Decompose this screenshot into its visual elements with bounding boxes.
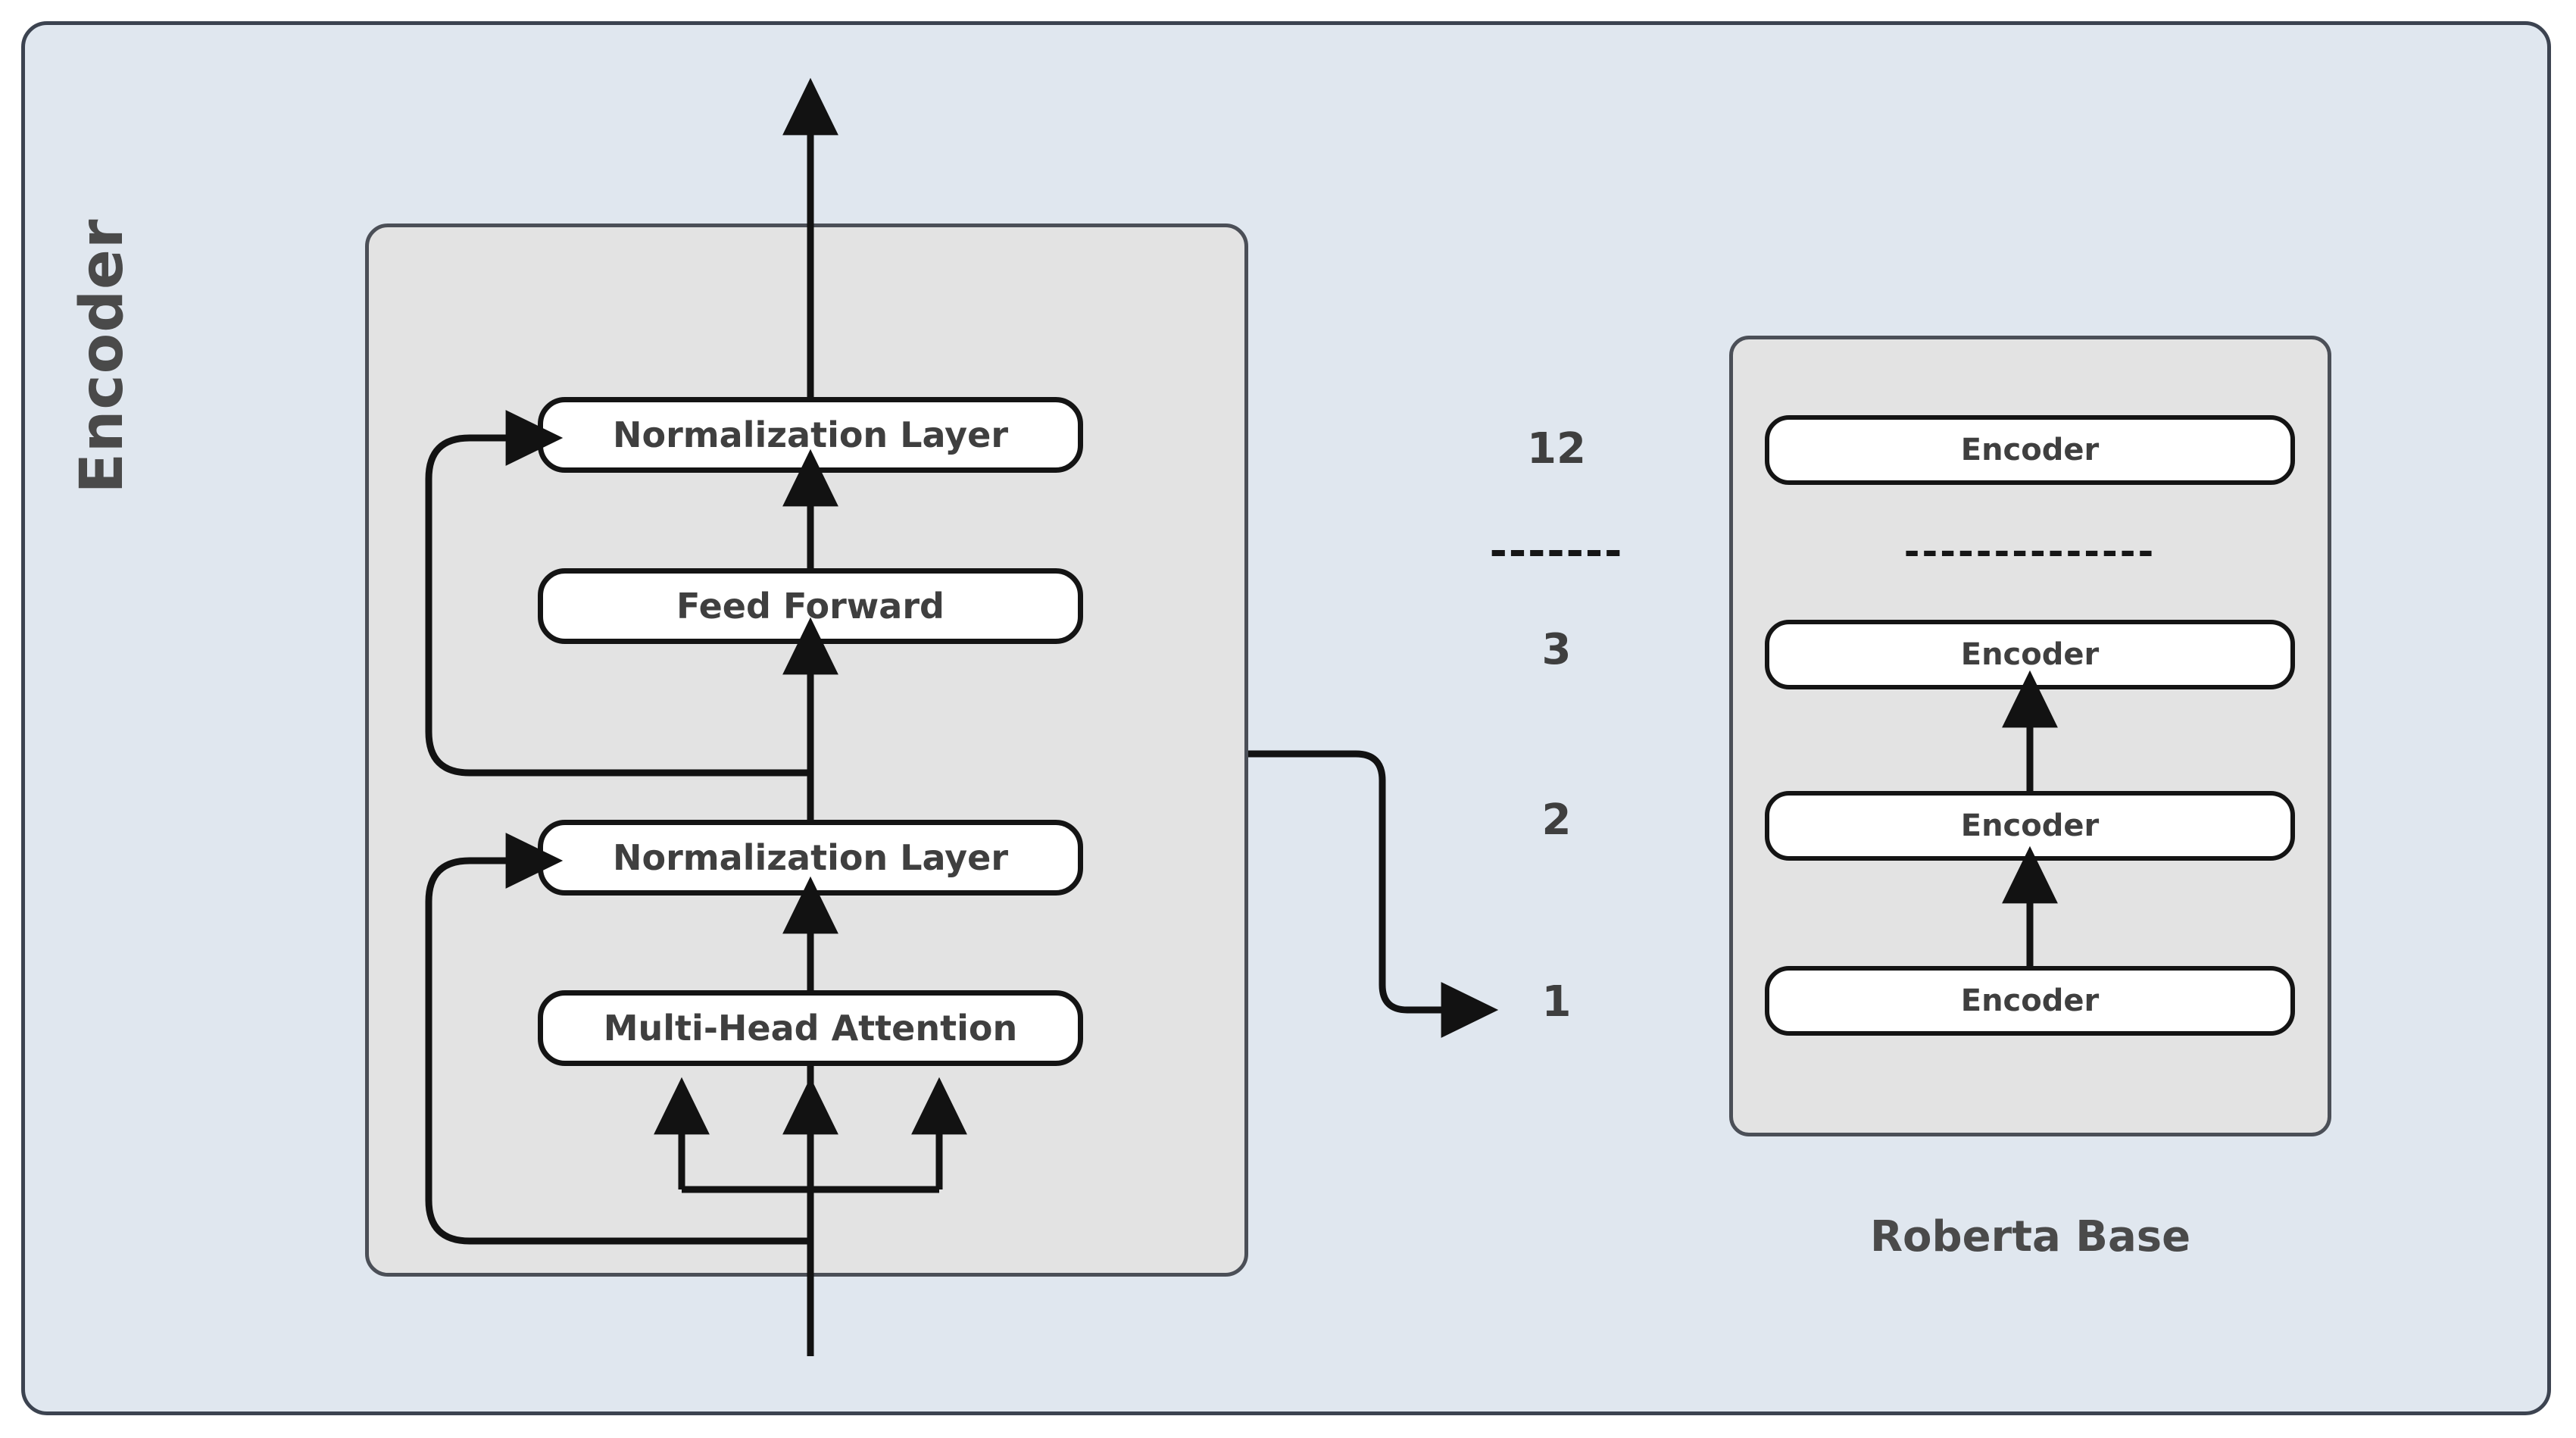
block-feed-forward: Feed Forward (538, 568, 1083, 644)
encoder-internals-panel (365, 224, 1248, 1277)
roberta-encoder-second: Encoder (1765, 791, 2295, 861)
layer-number-3: 3 (1541, 625, 1572, 674)
layer-number-separator: ------- (1489, 527, 1624, 576)
encoder-caption: Encoder (68, 218, 136, 494)
block-normalization-layer-bottom: Normalization Layer (538, 820, 1083, 896)
roberta-base-caption: Roberta Base (1869, 1212, 2191, 1261)
roberta-encoder-first: Encoder (1765, 966, 2295, 1036)
layer-number-1: 1 (1541, 977, 1572, 1027)
roberta-encoder-third: Encoder (1765, 620, 2295, 689)
layer-number-12: 12 (1527, 424, 1586, 474)
block-multi-head-attention: Multi-Head Attention (538, 990, 1083, 1066)
roberta-stack-separator: -------------- (1903, 530, 2156, 574)
layer-number-2: 2 (1541, 796, 1572, 845)
roberta-encoder-top: Encoder (1765, 415, 2295, 485)
block-normalization-layer-top: Normalization Layer (538, 397, 1083, 473)
